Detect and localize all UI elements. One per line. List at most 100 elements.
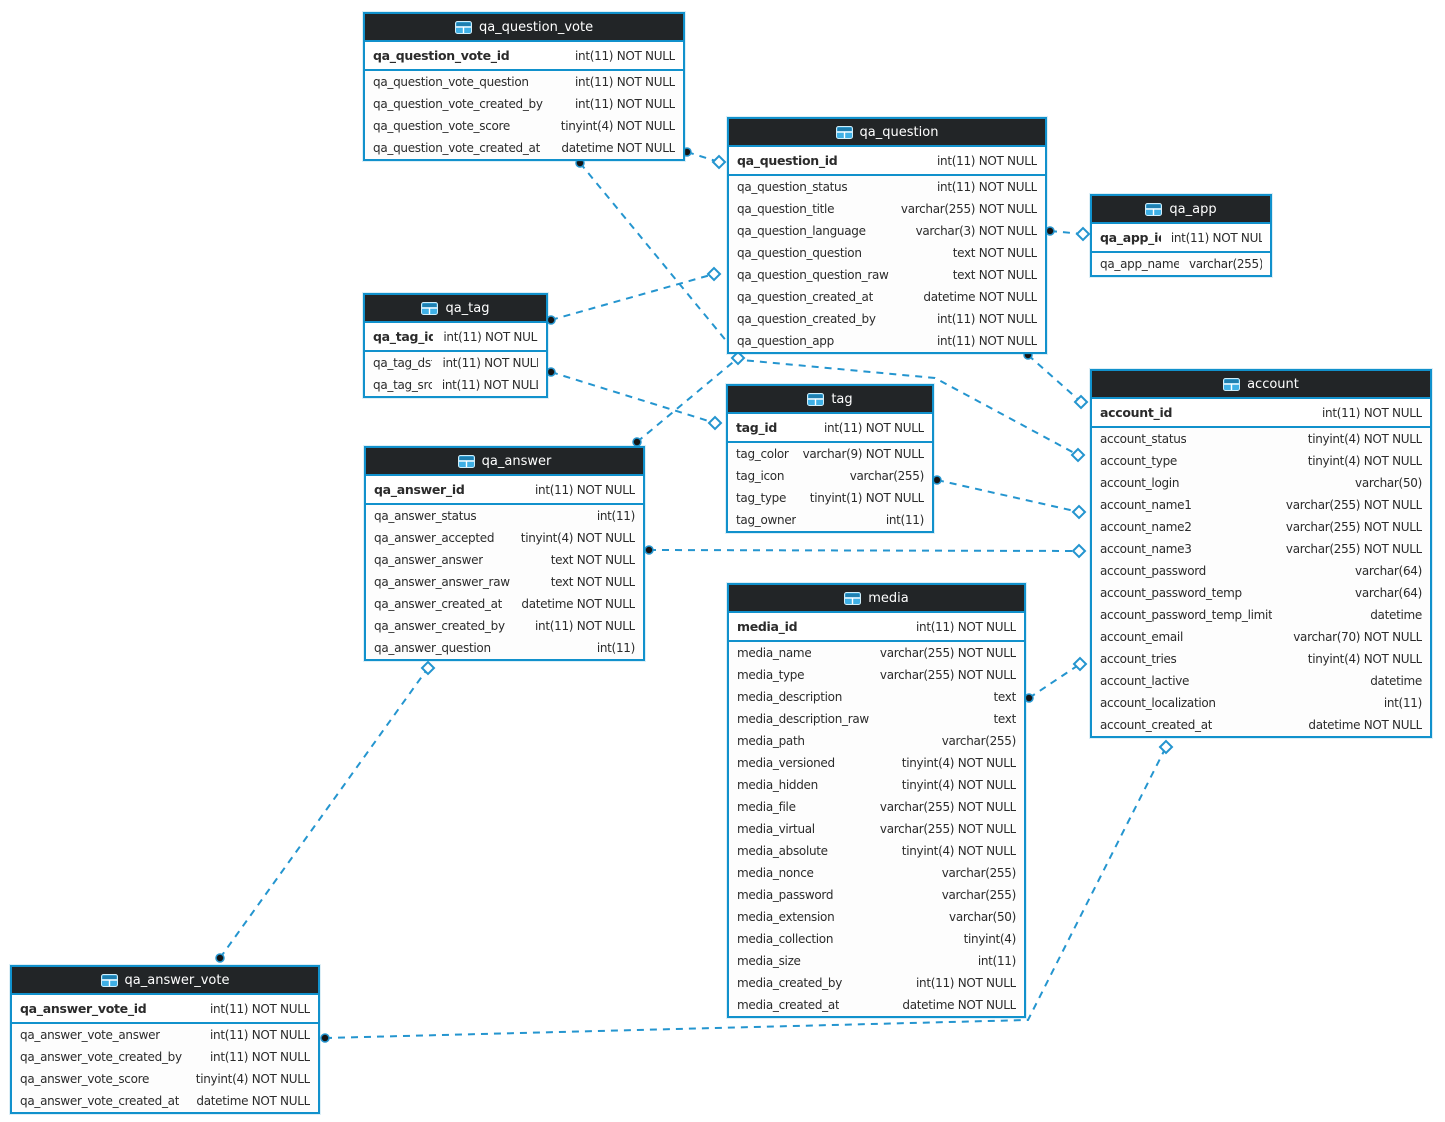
relationship-qa_tag-to-tag	[546, 367, 723, 431]
table-header-qa_tag[interactable]: qa_tag	[365, 295, 546, 321]
field-type: varchar(255) NOT NULL	[879, 800, 1016, 814]
relation-dot-endpoint	[1024, 693, 1034, 703]
field-type: varchar(255) NOT NULL	[879, 822, 1016, 836]
field-type: int(11) NOT NULL	[535, 619, 635, 633]
table-icon	[421, 301, 439, 315]
table-icon	[454, 20, 472, 34]
table-header-tag[interactable]: tag	[728, 386, 932, 412]
relationship-qa_question_vote-to-qa_question	[682, 147, 727, 170]
table-header-qa_app[interactable]: qa_app	[1092, 196, 1270, 222]
field-type: tinyint(4) NOT NULL	[560, 119, 675, 133]
field-type: varchar(255)	[849, 469, 924, 483]
field-name: media_size	[737, 954, 801, 968]
table-header-qa_answer_vote[interactable]: qa_answer_vote	[12, 967, 318, 993]
field-name: account_type	[1100, 454, 1178, 468]
field-type: varchar(64)	[1355, 586, 1422, 600]
primary-key-row: account_id int(11) NOT NULL	[1092, 399, 1430, 426]
field-name: account_id	[1100, 405, 1173, 420]
field-name: tag_color	[736, 447, 789, 461]
table-title: qa_app	[1169, 201, 1217, 217]
field-type: int(11) NOT NULL	[441, 378, 538, 392]
table-header-qa_question_vote[interactable]: qa_question_vote	[365, 14, 683, 40]
field-name: account_login	[1100, 476, 1180, 490]
field-type: text NOT NULL	[550, 553, 635, 567]
relation-diamond-endpoint	[1070, 447, 1086, 463]
table-title: qa_answer	[481, 453, 552, 469]
field-type: text NOT NULL	[550, 575, 635, 589]
field-name: qa_question_vote_created_by	[373, 97, 543, 111]
field-name: qa_answer_vote_created_by	[20, 1050, 182, 1064]
field-name: qa_answer_question	[374, 641, 491, 655]
field-name: account_status	[1100, 432, 1187, 446]
relation-diamond-endpoint	[420, 660, 436, 676]
field-type: int(11)	[596, 509, 635, 523]
field-type: text	[993, 690, 1016, 704]
field-type: datetime NOT NULL	[902, 998, 1016, 1012]
field-row: qa_question_vote_score tinyint(4) NOT NUL…	[365, 115, 683, 137]
field-name: tag_id	[736, 420, 778, 435]
field-type: int(11) NOT NULL	[443, 329, 538, 344]
table-header-media[interactable]: media	[729, 585, 1024, 611]
field-type: int(11) NOT NULL	[535, 482, 635, 497]
field-type: tinyint(4) NOT NULL	[901, 778, 1016, 792]
field-type: int(11) NOT NULL	[1322, 405, 1422, 420]
field-name: qa_question_vote_score	[373, 119, 510, 133]
field-type: varchar(9) NOT NULL	[802, 447, 924, 461]
relation-diamond-endpoint	[706, 266, 722, 282]
relation-diamond-endpoint	[1073, 394, 1089, 410]
relation-dot-endpoint	[932, 475, 942, 485]
field-name: media_id	[737, 619, 798, 634]
table-header-qa_answer[interactable]: qa_answer	[366, 448, 643, 474]
field-name: qa_app_id	[1100, 230, 1161, 245]
table-header-account[interactable]: account	[1092, 371, 1430, 397]
field-type: varchar(255) NOT NULL	[879, 668, 1016, 682]
field-type: tinyint(4) NOT NULL	[901, 756, 1016, 770]
field-type: datetime NOT NULL	[196, 1094, 310, 1108]
field-name: qa_question_question_raw	[737, 268, 889, 282]
field-type: tinyint(4)	[963, 932, 1016, 946]
field-name: media_extension	[737, 910, 835, 924]
field-name: qa_question_vote_created_at	[373, 141, 541, 155]
table-header-qa_question[interactable]: qa_question	[729, 119, 1045, 145]
relation-dot-endpoint	[546, 367, 556, 377]
relation-diamond-endpoint	[730, 350, 746, 366]
relation-diamond-endpoint	[1075, 226, 1091, 242]
field-name: tag_icon	[736, 469, 785, 483]
relationship-media-to-account	[1024, 656, 1088, 703]
field-name: tag_owner	[736, 513, 797, 527]
field-type: int(11)	[1383, 696, 1422, 710]
